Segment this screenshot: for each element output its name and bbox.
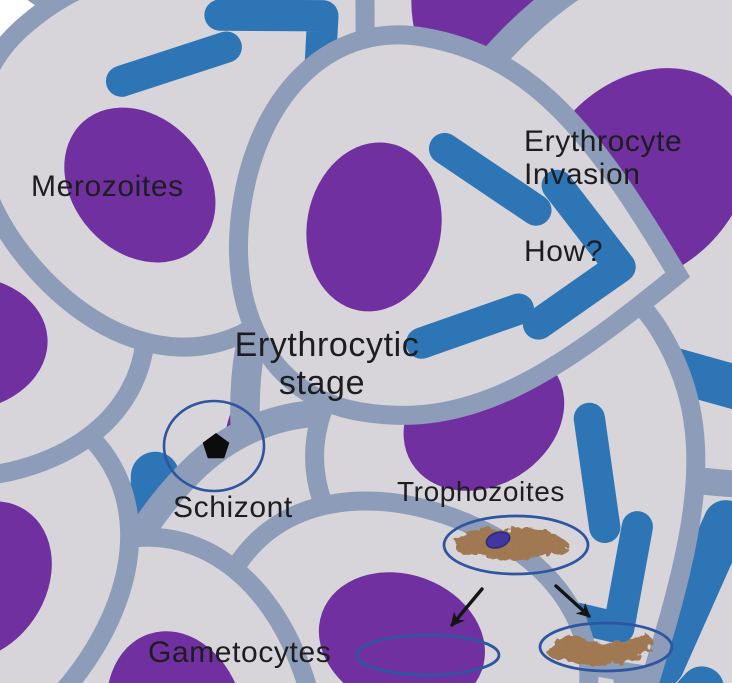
trophozoite-amoeba xyxy=(454,527,570,560)
schizont-body xyxy=(162,399,266,493)
late-trophozoite-cell xyxy=(442,514,590,576)
late-trophozoite-body xyxy=(442,514,590,576)
merozoites-label: Merozoites xyxy=(31,170,184,203)
parasite-nucleus xyxy=(485,531,511,549)
svg-text:Erythrocytic: Erythrocytic xyxy=(235,326,420,364)
svg-text:Invasion: Invasion xyxy=(524,158,641,191)
gametocyte-crescent xyxy=(547,633,652,666)
svg-text:stage: stage xyxy=(279,364,365,402)
svg-text:Erythrocyte: Erythrocyte xyxy=(524,125,682,158)
how-label: How? xyxy=(524,235,603,268)
gametocyte-arrow-left xyxy=(450,587,484,627)
gametocyte-arrow-right xyxy=(554,584,591,618)
gametocyte-right-body xyxy=(538,621,674,673)
hemozoin-pigment xyxy=(202,433,230,459)
gametocytes-label: Gametocytes xyxy=(148,636,331,669)
schizont-label: Schizont xyxy=(173,491,293,524)
trophozoites-label: Trophozoites xyxy=(397,476,565,507)
erythrocytic-stage-label: Erythrocytic stage xyxy=(235,326,420,402)
gametocyte-cell-left xyxy=(355,633,501,677)
erythrocyte-invasion-label: Erythrocyte Invasion xyxy=(524,125,682,191)
gametocyte-cell-right xyxy=(538,621,674,673)
